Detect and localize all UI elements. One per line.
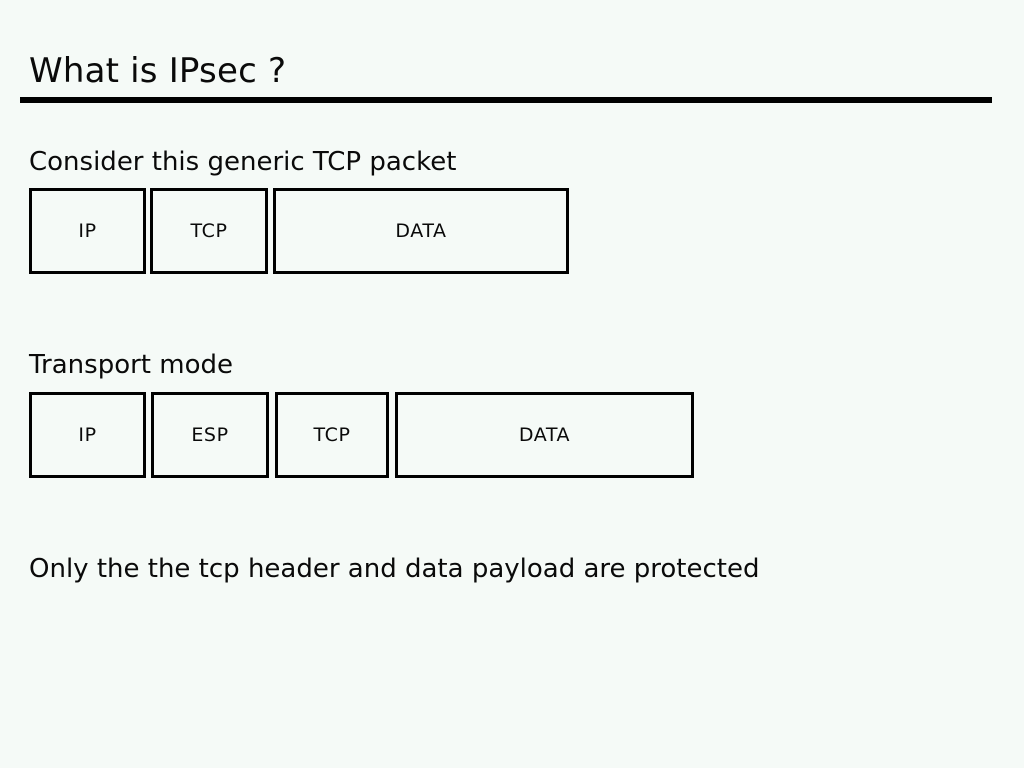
generic-packet-field-ip-label: IP [78,220,97,242]
transport-mode-field-data-label: DATA [518,424,571,446]
transport-mode-field-ip-label: IP [78,424,97,446]
generic-packet-field-data: DATA [273,188,569,274]
page-title: What is IPsec ? [29,51,287,91]
transport-mode-label: Transport mode [29,350,234,380]
generic-packet-field-tcp-label: TCP [190,220,228,242]
transport-mode-field-tcp: TCP [275,392,389,478]
generic-packet-field-tcp: TCP [150,188,268,274]
generic-packet-field-data-label: DATA [395,220,447,242]
transport-mode-diagram: IP ESP TCP DATA [29,392,694,478]
generic-packet-label: Consider this generic TCP packet [29,147,457,177]
generic-packet-field-ip: IP [29,188,146,274]
title-underline-rule [20,97,992,103]
transport-mode-field-ip: IP [29,392,146,478]
protection-caption: Only the the tcp header and data payload… [29,554,760,584]
transport-mode-field-data: DATA [395,392,694,478]
generic-packet-diagram: IP TCP DATA [29,188,569,274]
transport-mode-field-esp-label: ESP [191,424,229,446]
transport-mode-field-esp: ESP [151,392,269,478]
transport-mode-field-tcp-label: TCP [313,424,351,446]
